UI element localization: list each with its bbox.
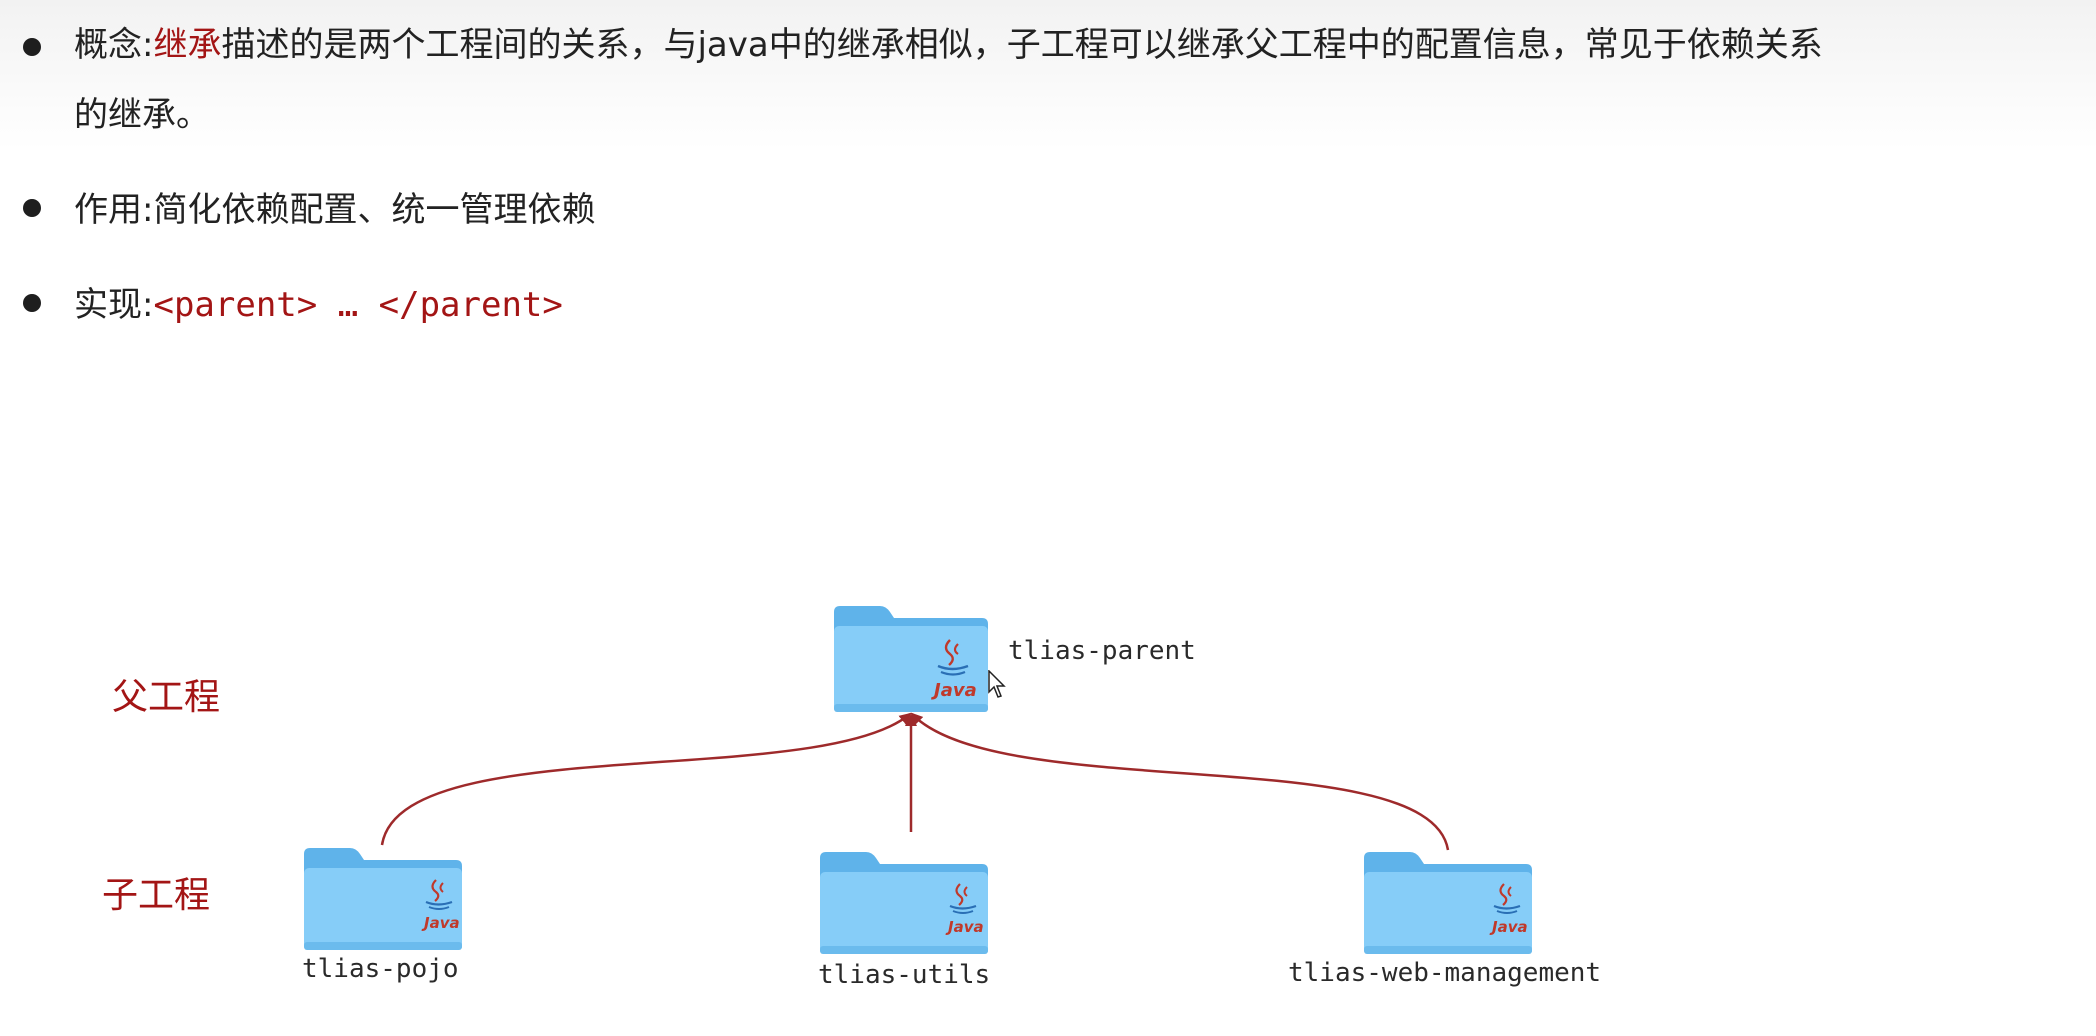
header-shade [0,0,2096,150]
parent-side-label: 父工程 [112,677,221,718]
concept-label: 概念: [74,25,154,65]
bullet-dot [23,38,41,56]
java-folder-icon: Java [832,604,990,718]
concept-text: 描述的是两个工程间的关系，与java中的继承相似，子工程可以继承父工程中的配置信… [221,25,1823,65]
child-side-label: 子工程 [102,875,211,916]
child-project-label-web-management: tlias-web-management [1288,958,1602,988]
java-folder-icon: Java [1362,850,1534,960]
child-project-label-utils: tlias-utils [818,960,991,990]
svg-text:Java: Java [931,680,977,701]
purpose-line: 作用:简化依赖配置、统一管理依赖 [74,175,595,245]
concept-line-1: 概念:继承描述的是两个工程间的关系，与java中的继承相似，子工程可以继承父工程… [74,10,1823,80]
java-folder-icon: Java [302,846,464,956]
svg-text:Java: Java [945,918,984,936]
svg-text:Java: Java [421,914,460,932]
concept-line-2: 的继承。 [74,95,210,135]
parent-project-label: tlias-parent [1008,636,1196,666]
bullet-dot [23,199,41,217]
arrow-web-to-parent [910,712,1450,851]
implementation-label: 实现: [74,285,154,325]
purpose-label: 作用: [74,190,154,230]
implementation-line: 实现:<parent> … </parent> [74,270,563,340]
purpose-text: 简化依赖配置、统一管理依赖 [153,190,596,230]
concept-highlight: 继承 [153,25,222,65]
arrow-pojo-to-parent [380,712,912,846]
mouse-cursor-icon [988,669,1008,704]
child-project-label-pojo: tlias-pojo [302,954,459,984]
parent-tag-code: <parent> … </parent> [153,285,563,325]
java-folder-icon: Java [818,850,990,960]
bullet-dot [23,294,41,312]
svg-text:Java: Java [1489,918,1528,936]
